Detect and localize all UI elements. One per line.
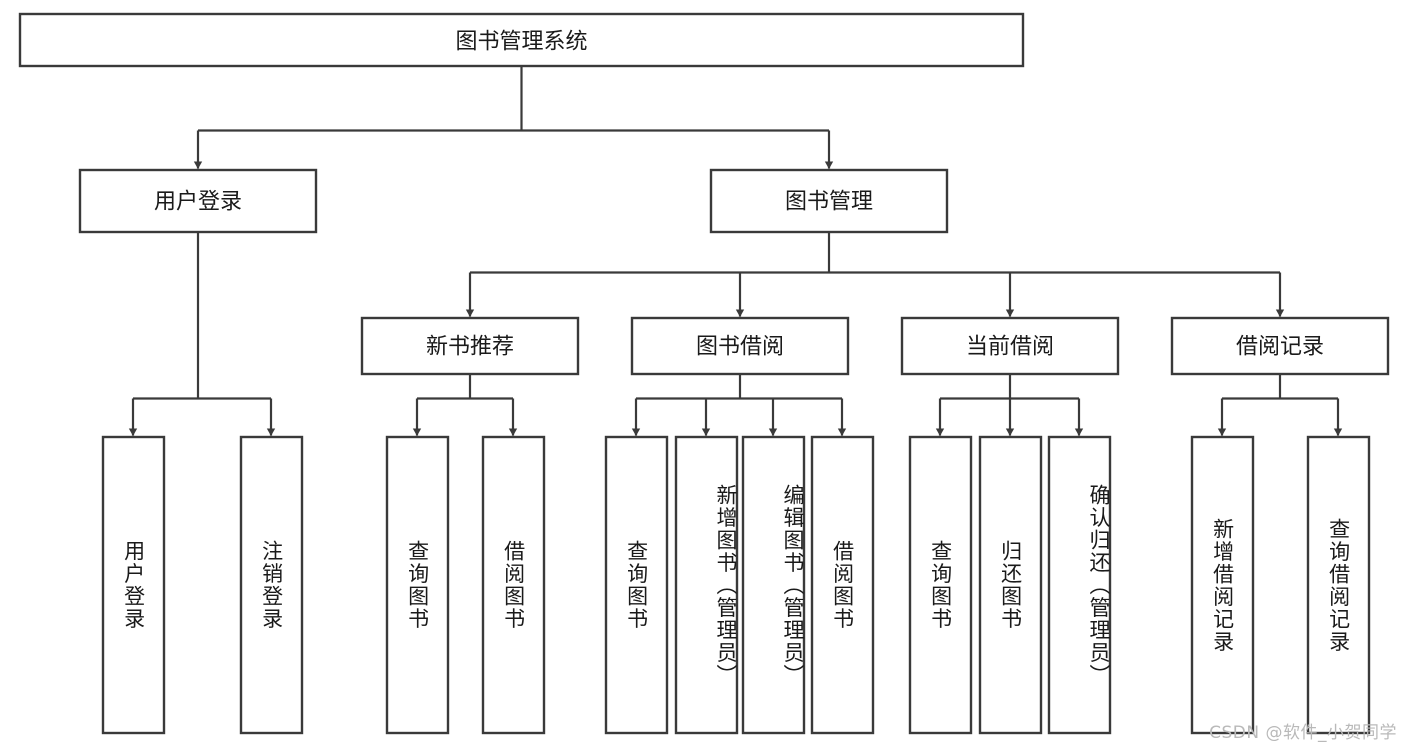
node-leaf-br-add-record[interactable] [1190, 435, 1255, 735]
node-leaf-br-query-record[interactable] [1306, 435, 1371, 735]
connector-group-user-login [128, 232, 276, 436]
node-root[interactable] [18, 12, 1025, 68]
node-book-manage[interactable] [709, 168, 949, 234]
connector-group-root [193, 66, 834, 169]
csdn-watermark: CSDN @软件_小贺同学 [1209, 723, 1397, 743]
node-book-borrow-label: 图书借阅 [696, 335, 784, 360]
connector-group-current-borrow [935, 374, 1084, 436]
node-user-login[interactable] [78, 168, 318, 234]
node-leaf-bb-edit-book[interactable] [741, 435, 806, 735]
connector-group-book-manage [465, 232, 1285, 317]
node-leaf-bb-query-book[interactable] [604, 435, 669, 735]
node-root-label: 图书管理系统 [455, 30, 587, 55]
node-book-borrow[interactable] [630, 316, 850, 376]
connector-group-new-book [412, 374, 518, 436]
node-new-book-recommend-label: 新书推荐 [426, 335, 514, 360]
node-borrow-record[interactable] [1170, 316, 1390, 376]
node-current-borrow-label: 当前借阅 [966, 335, 1054, 360]
node-leaf-nb-query-book[interactable] [385, 435, 450, 735]
node-leaf-nb-borrow-book[interactable] [481, 435, 546, 735]
node-leaf-cb-return-book[interactable] [978, 435, 1043, 735]
node-book-manage-label: 图书管理 [785, 190, 873, 215]
node-leaf-bb-add-book[interactable] [674, 435, 739, 735]
connector-group-borrow-record [1217, 374, 1343, 436]
node-user-login-label: 用户登录 [154, 190, 242, 215]
node-leaf-bb-borrow-book[interactable] [810, 435, 875, 735]
node-leaf-logout[interactable] [239, 435, 304, 735]
node-leaf-cb-query-book[interactable] [908, 435, 973, 735]
node-new-book-recommend[interactable] [360, 316, 580, 376]
connector-group-book-borrow [631, 374, 847, 436]
node-current-borrow[interactable] [900, 316, 1120, 376]
node-borrow-record-label: 借阅记录 [1236, 335, 1324, 360]
node-leaf-cb-confirm-return[interactable] [1047, 435, 1112, 735]
node-leaf-user-login[interactable] [101, 435, 166, 735]
